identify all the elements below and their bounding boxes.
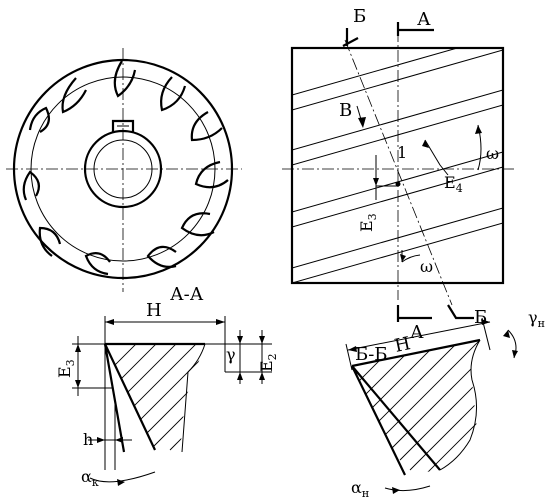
e4-label: Е4 bbox=[444, 173, 463, 195]
arrow-v-label: В bbox=[339, 100, 352, 121]
section-line-bb bbox=[344, 39, 453, 306]
cut-mark-b-top-label: Б bbox=[353, 6, 366, 27]
plan-outline bbox=[290, 46, 505, 285]
cut-mark-a-top bbox=[396, 22, 434, 36]
hatch-aa bbox=[105, 344, 205, 451]
cut-mark-b-bottom bbox=[447, 304, 474, 320]
arrow-v-head bbox=[358, 117, 366, 128]
tooth-profile-aa bbox=[103, 342, 205, 453]
cut-mark-a-bottom-label: А bbox=[410, 322, 424, 343]
e2-label: Е2 bbox=[257, 353, 279, 372]
h-bb-label: Н bbox=[393, 333, 413, 357]
cutter-teeth bbox=[22, 60, 229, 276]
h-dim-bb bbox=[347, 321, 491, 351]
e3-left-label: Е3 bbox=[55, 359, 77, 378]
section-aa-view bbox=[72, 316, 272, 486]
gamma-label: γ bbox=[226, 345, 236, 364]
alpha-k-arc bbox=[89, 471, 156, 483]
break-line-bb bbox=[439, 339, 481, 471]
point-1-marker bbox=[395, 181, 401, 187]
omega-top-label: ω bbox=[486, 144, 499, 163]
alpha-n-arc bbox=[384, 485, 431, 492]
h-aa-label: Н bbox=[146, 300, 162, 321]
section-bb-title: Б-Б bbox=[355, 344, 388, 365]
tooth-profile-bb bbox=[351, 338, 481, 476]
point-1-label: 1 bbox=[397, 143, 407, 162]
h-small-label: h bbox=[83, 430, 93, 449]
cutter-plan-view bbox=[282, 22, 515, 322]
e4-dim bbox=[424, 139, 449, 176]
alpha-n-label: αн bbox=[351, 478, 369, 500]
e3-plan-label: Е3 bbox=[357, 213, 379, 232]
section-aa-title: А-А bbox=[170, 284, 204, 305]
cut-mark-a-top-label: А bbox=[417, 9, 431, 30]
e3-dim bbox=[375, 155, 398, 200]
break-line-aa bbox=[181, 343, 206, 453]
alpha-k-label: αк bbox=[81, 467, 99, 489]
gamma-n-label: γн bbox=[528, 308, 545, 330]
cut-mark-b-top bbox=[342, 28, 359, 47]
keyway bbox=[111, 119, 135, 132]
omega-bottom-label: ω bbox=[420, 257, 433, 276]
cutter-front-view bbox=[6, 48, 242, 292]
cut-mark-a-bottom bbox=[396, 305, 432, 322]
cut-mark-b-bottom-label: Б bbox=[474, 307, 487, 328]
